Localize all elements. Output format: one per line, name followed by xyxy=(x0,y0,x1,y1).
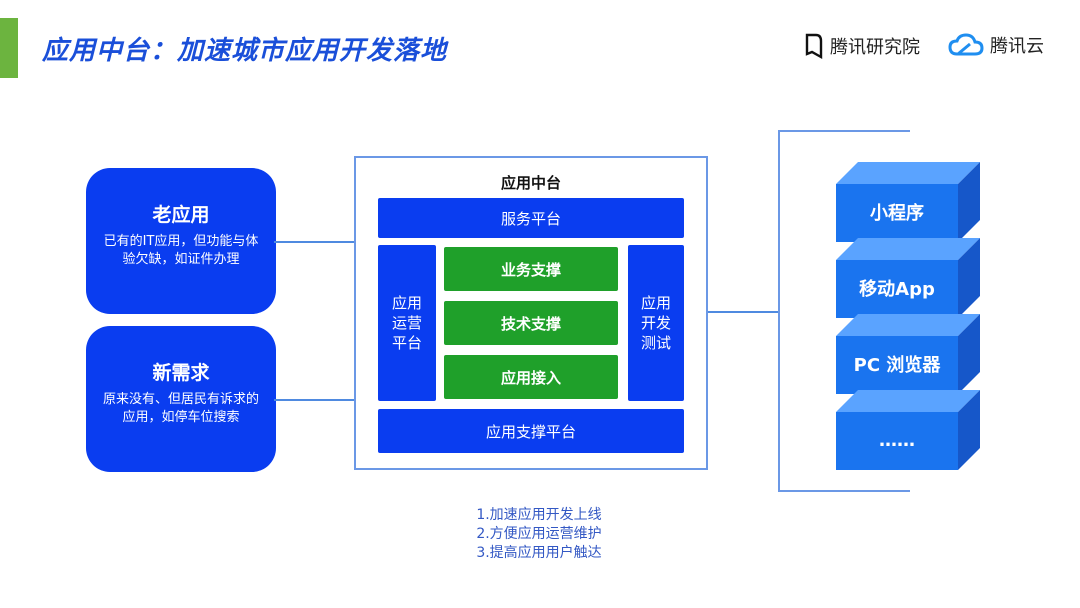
connector-old xyxy=(274,241,356,243)
tech-support-bar: 技术支撑 xyxy=(444,301,618,345)
center-title: 应用中台 xyxy=(500,174,561,192)
old-app-desc: 已有的IT应用，但功能与体验欠缺，如证件办理 xyxy=(103,234,259,267)
app-support-platform-bar: 应用支撑平台 xyxy=(378,409,684,453)
connector-right xyxy=(706,311,780,313)
business-support-bar: 业务支撑 xyxy=(444,247,618,291)
page-title: 应用中台：加速城市应用开发落地 xyxy=(42,36,448,66)
channel-more: …… xyxy=(836,384,980,472)
app-dev-test: 应用开发测试 xyxy=(628,245,684,401)
tencent-cloud-logo-icon xyxy=(948,33,984,56)
channel-mobile-app: 移动App xyxy=(836,232,980,320)
benefit-item: 1.加速应用开发上线 xyxy=(476,507,602,523)
benefits-list: 1.加速应用开发上线 2.方便应用运营维护 3.提高应用用户触达 xyxy=(454,506,624,563)
channel-mini-program: 小程序 xyxy=(836,156,980,244)
logo-cloud-text: 腾讯云 xyxy=(990,36,1044,57)
pc-browser-label: PC 浏览器 xyxy=(853,355,941,376)
app-operation-platform: 应用运营平台 xyxy=(378,245,436,401)
app-access-bar: 应用接入 xyxy=(444,355,618,399)
mini-program-label: 小程序 xyxy=(870,203,924,224)
benefit-item: 2.方便应用运营维护 xyxy=(476,526,602,542)
more-label: …… xyxy=(879,429,915,451)
channel-pc-browser: PC 浏览器 xyxy=(836,308,980,396)
channel-bracket xyxy=(778,130,910,492)
service-platform-bar: 服务平台 xyxy=(378,198,684,238)
mobile-app-label: 移动App xyxy=(859,279,935,300)
new-demand-box: 新需求 原来没有、但居民有诉求的应用，如停车位搜索 xyxy=(86,326,276,472)
logo-tencent-cloud: 腾讯云 xyxy=(948,32,1044,58)
accent-bar xyxy=(0,18,18,78)
old-app-title: 老应用 xyxy=(152,204,210,226)
tencent-research-logo-icon xyxy=(805,33,823,60)
benefit-item: 3.提高应用用户触达 xyxy=(476,545,602,561)
logo-research-text: 腾讯研究院 xyxy=(830,37,920,58)
new-demand-desc: 原来没有、但居民有诉求的应用，如停车位搜索 xyxy=(102,392,259,425)
new-demand-title: 新需求 xyxy=(152,362,210,384)
old-app-box: 老应用 已有的IT应用，但功能与体验欠缺，如证件办理 xyxy=(86,168,276,314)
logo-tencent-research: 腾讯研究院 xyxy=(804,32,920,60)
connector-new xyxy=(274,399,356,401)
